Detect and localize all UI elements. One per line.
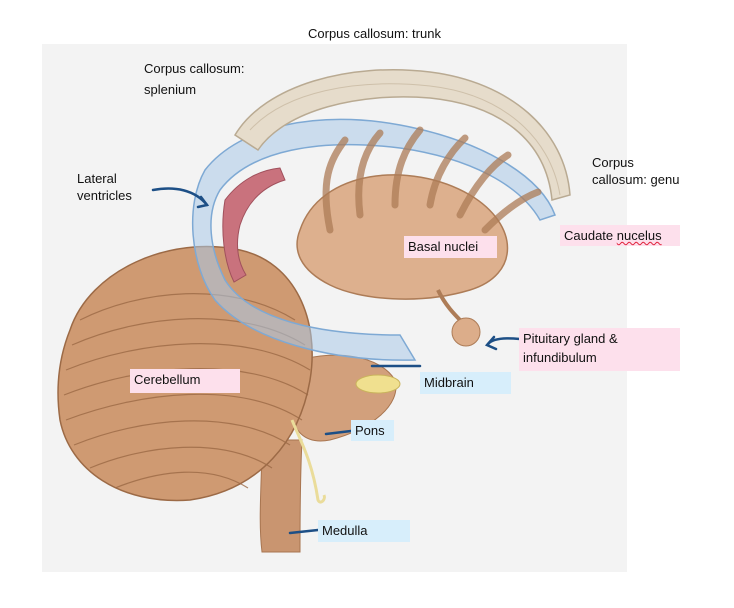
label-line: splenium — [144, 82, 197, 97]
choroid-plexus — [222, 167, 286, 283]
pointer-arrow-icon — [151, 187, 539, 535]
label-basal-nuclei: Basal nuclei — [404, 236, 497, 258]
corpus-callosum-shape — [233, 69, 571, 201]
label-midbrain: Midbrain — [420, 372, 511, 394]
label-pons: Pons — [351, 420, 394, 441]
label-corpus-callosum-splenium: Corpus callosum: splenium — [144, 60, 244, 98]
basal-nuclei-shape — [296, 174, 509, 300]
label-corpus-callosum-genu: Corpus callosum: genu — [592, 154, 679, 188]
label-lateral-ventricles: Lateral ventricles — [77, 170, 132, 204]
label-part-misspelled: nucelus — [616, 228, 662, 243]
brainstem — [259, 439, 303, 553]
label-line: infundibulum — [523, 350, 597, 365]
label-line: Corpus — [592, 155, 634, 170]
pituitary — [451, 317, 481, 347]
label-line: Corpus callosum: — [144, 61, 245, 76]
ventricle-shape — [191, 118, 556, 361]
label-cerebellum: Cerebellum — [130, 369, 240, 393]
label-medulla: Medulla — [318, 520, 410, 542]
label-line: ventricles — [77, 188, 132, 203]
label-line: Lateral — [77, 171, 117, 186]
label-corpus-callosum-trunk: Corpus callosum: trunk — [308, 26, 441, 41]
label-line: Pituitary gland & — [523, 331, 618, 346]
label-part: Caudate — [564, 228, 617, 243]
label-line: callosum: genu — [592, 172, 680, 187]
label-pituitary-gland: Pituitary gland & infundibulum — [519, 328, 680, 371]
label-caudate-nucleus: Caudate nucelus — [560, 225, 680, 246]
